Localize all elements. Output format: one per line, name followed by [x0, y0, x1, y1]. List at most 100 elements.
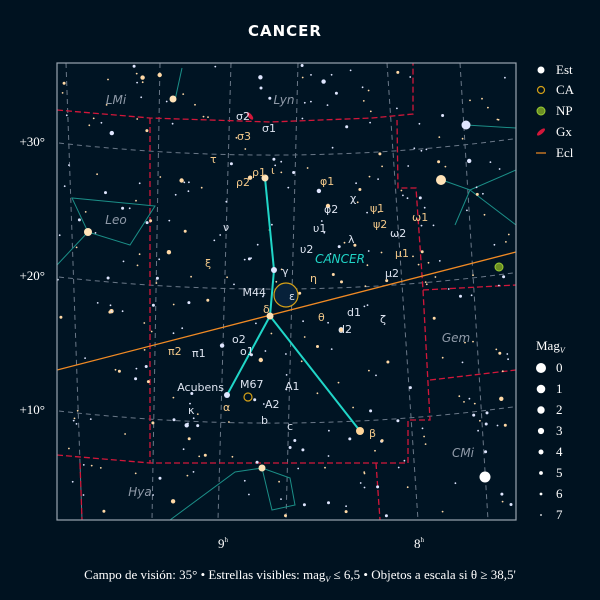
star-label-upsilon1: υ1 — [313, 222, 326, 235]
star-leo[interactable] — [84, 228, 92, 236]
background-star — [183, 181, 186, 184]
background-star — [327, 501, 330, 505]
magnitude-legend-label: 4 — [556, 444, 563, 459]
star-gamma[interactable] — [271, 267, 277, 273]
star-bright-lyn[interactable] — [461, 120, 471, 130]
star-alpha[interactable] — [224, 392, 230, 398]
background-star — [278, 480, 280, 483]
background-star — [472, 340, 474, 343]
neighbor-constellation-lines — [57, 67, 516, 520]
background-star — [427, 261, 430, 264]
background-star — [75, 423, 78, 425]
background-star — [473, 402, 476, 405]
background-star — [441, 356, 444, 359]
background-star — [302, 503, 306, 507]
background-star — [468, 397, 471, 400]
background-star — [192, 471, 195, 473]
background-star — [496, 424, 499, 427]
background-star — [500, 492, 504, 496]
star-label-gamma: γ — [282, 265, 289, 278]
background-star — [128, 207, 131, 210]
background-star — [303, 336, 306, 338]
background-star — [485, 411, 489, 415]
star-procyon[interactable] — [479, 471, 491, 483]
background-star — [406, 197, 409, 200]
background-star — [487, 106, 489, 109]
background-star — [470, 294, 473, 297]
ra-axis: 9h 8h — [218, 536, 425, 551]
background-star — [368, 175, 371, 178]
star-label-upsilon2: υ2 — [300, 243, 313, 256]
background-star — [349, 69, 352, 72]
background-star — [301, 448, 305, 452]
background-star — [264, 350, 267, 352]
background-star — [155, 282, 158, 284]
background-star — [464, 341, 466, 344]
background-star — [84, 211, 87, 213]
star-label-mu2: μ2 — [385, 267, 399, 280]
m67-cluster-marker[interactable] — [243, 392, 253, 402]
star-hya[interactable] — [258, 464, 266, 472]
background-star — [149, 219, 153, 223]
background-star — [73, 417, 76, 420]
background-star — [367, 89, 370, 92]
m44-label: M44 — [243, 286, 267, 299]
background-stars — [57, 64, 513, 518]
ra-label: 9h — [218, 536, 229, 551]
constellation-leo: Leo — [105, 213, 126, 227]
footer-info: Campo de visión: 35° • Estrellas visible… — [84, 567, 516, 584]
magnitude-legend-label: 1 — [556, 381, 563, 396]
background-star — [327, 321, 329, 324]
background-star — [274, 164, 277, 167]
dec-axis: +30° +20° +10° — [19, 134, 45, 417]
background-star — [259, 86, 263, 90]
star-legend-icon — [537, 66, 545, 74]
background-star — [58, 234, 61, 237]
background-star — [287, 186, 290, 189]
magnitude-legend-title: MagV — [536, 338, 566, 355]
star-delta[interactable] — [266, 312, 274, 320]
background-star — [172, 396, 175, 399]
background-star — [121, 206, 125, 210]
fov-text: Campo de visión: 35° — [84, 567, 197, 582]
background-star — [256, 243, 259, 246]
magnitude-legend-dot — [536, 384, 546, 394]
star-lmi[interactable] — [169, 95, 177, 103]
constellation-boundaries — [57, 63, 516, 520]
star-beta[interactable] — [356, 427, 364, 435]
background-star — [94, 232, 97, 234]
background-star — [330, 73, 333, 76]
background-star — [421, 427, 424, 430]
background-star — [202, 115, 205, 118]
background-star — [243, 479, 246, 482]
background-star — [155, 276, 159, 280]
background-star — [187, 437, 191, 441]
star-iota[interactable] — [261, 174, 269, 182]
background-star — [219, 234, 222, 236]
background-star — [384, 514, 388, 518]
cancer-asterism-lines — [226, 177, 361, 432]
background-star — [105, 104, 108, 106]
star-label-zeta: ζ — [380, 313, 386, 326]
background-star — [96, 173, 98, 176]
star-label-beta: β — [369, 427, 376, 440]
background-star — [408, 386, 412, 390]
background-star — [71, 480, 74, 483]
background-star — [196, 413, 199, 415]
background-star — [96, 302, 99, 304]
background-star — [65, 114, 68, 117]
background-star — [255, 460, 259, 464]
star-label-o1: o1 — [240, 345, 254, 358]
background-star — [369, 409, 373, 413]
galaxy-marker[interactable] — [246, 111, 255, 120]
magnitude-legend-label: 0 — [556, 360, 563, 375]
background-star — [438, 136, 441, 139]
star-bright-gem[interactable] — [436, 175, 446, 185]
m44-cluster-marker[interactable] — [273, 282, 299, 308]
background-star — [189, 402, 191, 405]
background-star — [467, 158, 472, 164]
star-label-eta: η — [310, 272, 317, 285]
planetary-nebula-marker[interactable] — [494, 262, 504, 272]
background-star — [495, 348, 498, 351]
background-star — [124, 433, 126, 435]
